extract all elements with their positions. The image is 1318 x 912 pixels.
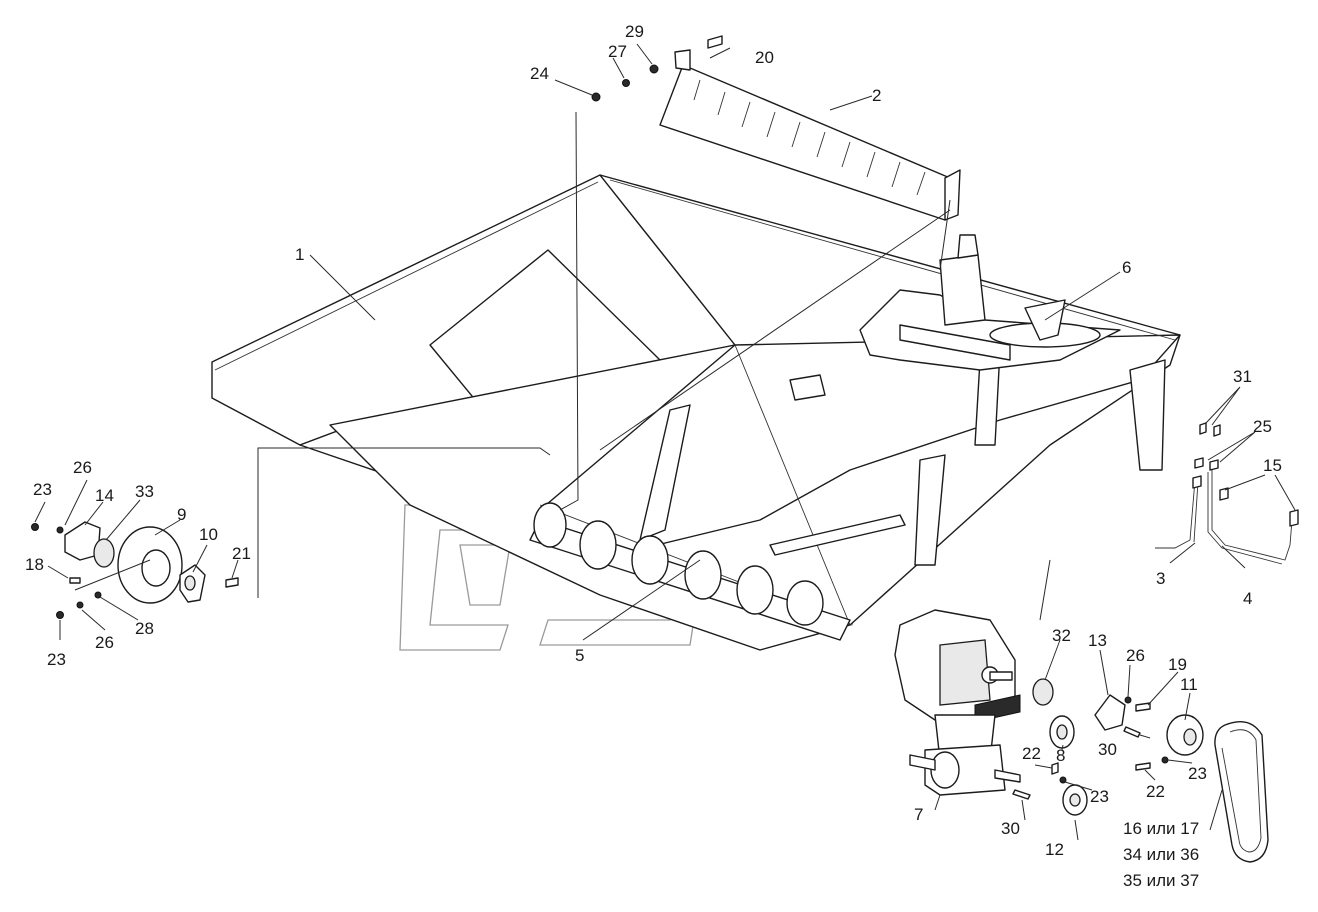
belt-note-line-3: 35 или 37 [1123, 871, 1199, 890]
callout-32: 32 [1052, 626, 1071, 645]
belt-note-line-1: 16 или 17 [1123, 819, 1199, 838]
callout-20: 20 [755, 48, 774, 67]
callout-6: 6 [1122, 258, 1131, 277]
callout-5: 5 [575, 646, 584, 665]
auger-screw [529, 502, 851, 641]
callout-24: 24 [530, 64, 549, 83]
callout-23a: 23 [33, 480, 52, 499]
callout-10: 10 [199, 525, 218, 544]
callout-labels: 1 2 3 4 5 6 7 8 9 10 11 12 13 14 15 18 1… [25, 22, 1282, 859]
drive-belt [1214, 721, 1269, 863]
callout-23c: 23 [1090, 787, 1109, 806]
callout-27: 27 [608, 42, 627, 61]
callout-13: 13 [1088, 631, 1107, 650]
callout-23b: 23 [47, 650, 66, 669]
callout-33: 33 [135, 482, 154, 501]
flap-cover [659, 49, 961, 221]
callout-29: 29 [625, 22, 644, 41]
callout-11: 11 [1180, 675, 1198, 694]
callout-21: 21 [232, 544, 251, 563]
callout-30b: 30 [1098, 740, 1117, 759]
callout-28: 28 [135, 619, 154, 638]
callout-12: 12 [1045, 840, 1064, 859]
callout-23d: 23 [1188, 764, 1207, 783]
gearbox-unit [894, 609, 1021, 796]
top-bolt-stack [591, 35, 723, 102]
callout-26c: 26 [1126, 646, 1145, 665]
callout-3: 3 [1156, 569, 1165, 588]
callout-22a: 22 [1022, 744, 1041, 763]
callout-2: 2 [872, 86, 881, 105]
left-bearing-assembly [31, 521, 239, 619]
callout-25: 25 [1253, 417, 1272, 436]
belt-note: 16 или 17 34 или 36 35 или 37 [1123, 819, 1199, 890]
callout-9: 9 [177, 505, 186, 524]
belt-note-line-2: 34 или 36 [1123, 845, 1199, 864]
callout-4: 4 [1243, 589, 1252, 608]
callout-26b: 26 [95, 633, 114, 652]
callout-15: 15 [1263, 456, 1282, 475]
hydraulic-pipes [1155, 422, 1299, 565]
callout-22b: 22 [1146, 782, 1165, 801]
callout-7: 7 [914, 805, 923, 824]
callout-19: 19 [1168, 655, 1187, 674]
callout-8: 8 [1056, 746, 1065, 765]
leader-lines [34, 43, 1296, 841]
callout-31: 31 [1233, 367, 1252, 386]
callout-26a: 26 [73, 458, 92, 477]
callout-18: 18 [25, 555, 44, 574]
callout-1: 1 [295, 245, 304, 264]
right-drive-parts [1012, 678, 1204, 816]
callout-30a: 30 [1001, 819, 1020, 838]
callout-14: 14 [95, 486, 114, 505]
